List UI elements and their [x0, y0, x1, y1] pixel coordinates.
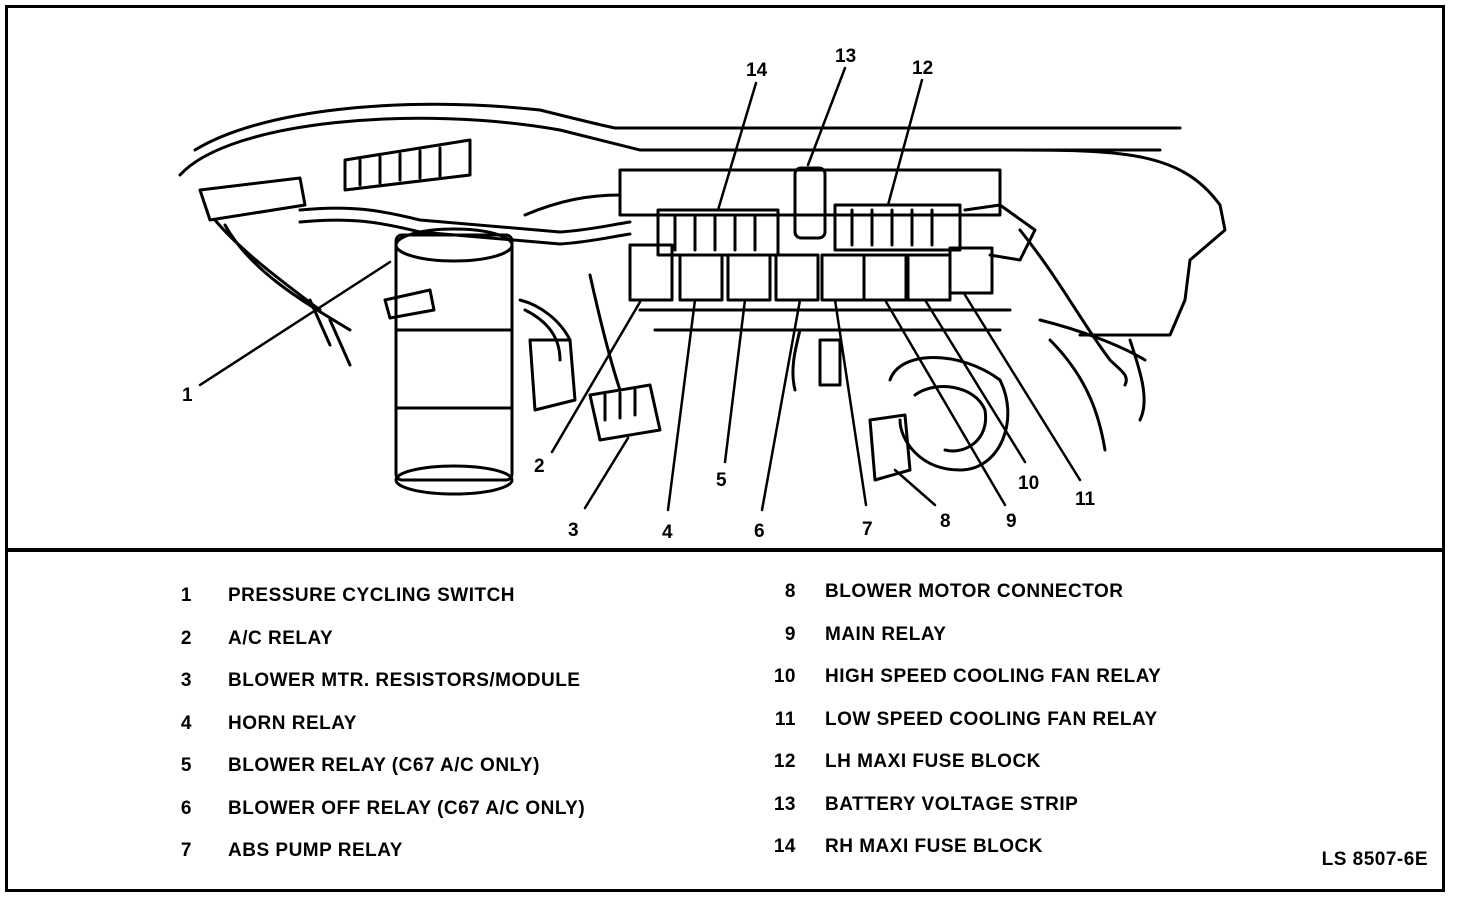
lh-maxi-fuse-block: [833, 203, 962, 252]
legend-number: 5: [180, 755, 192, 776]
legend-label: BLOWER RELAY (C67 A/C ONLY): [228, 755, 540, 776]
callout-8: 8: [940, 511, 951, 532]
hood-inner-outline: [193, 102, 1182, 152]
callout-10: 10: [1018, 473, 1039, 494]
callout-2: 2: [534, 456, 545, 477]
callout-11: 11: [1075, 489, 1096, 510]
legend-number: 11: [774, 708, 796, 730]
legend-label: BLOWER MTR. RESISTORS/MODULE: [228, 670, 581, 691]
legend-number: 12: [773, 751, 796, 772]
main-harness: [298, 206, 632, 234]
fender-lower: [1128, 338, 1146, 422]
leader-12: [886, 78, 924, 207]
callout-5: 5: [716, 470, 727, 491]
callout-3: 3: [568, 520, 579, 541]
legend-label: HORN RELAY: [228, 712, 357, 734]
leader-1: [198, 260, 392, 387]
legend-label: RH MAXI FUSE BLOCK: [825, 836, 1043, 857]
leader-4: [666, 298, 697, 512]
legend-label: BLOWER MOTOR CONNECTOR: [825, 581, 1124, 602]
legend-label: BLOWER OFF RELAY (C67 A/C ONLY): [228, 797, 586, 819]
leader-7: [833, 298, 868, 507]
callout-9: 9: [1006, 511, 1017, 532]
leader-5: [723, 298, 747, 464]
left-module-fins: [343, 138, 472, 192]
legend-number: 2: [180, 627, 192, 649]
legend-number: 9: [784, 623, 796, 645]
leader-6: [760, 298, 802, 512]
diagram-frame: [5, 5, 1445, 892]
low-speed-fan-relay: [948, 246, 994, 295]
legend-label: PRESSURE CYCLING SWITCH: [228, 585, 516, 606]
leader-10: [923, 298, 1027, 464]
high-speed-fan-relay: [906, 253, 952, 302]
legend-number: 3: [180, 670, 192, 691]
leader-11: [963, 293, 1082, 482]
legend-number: 4: [180, 712, 192, 734]
leader-13: [806, 66, 847, 167]
callout-12: 12: [912, 58, 933, 79]
leader-14: [716, 81, 758, 212]
pressure-switch: [383, 288, 436, 320]
leader-9: [883, 298, 1007, 507]
legend-number: 13: [773, 793, 796, 815]
left-module: [198, 176, 307, 222]
callout-1: 1: [182, 385, 193, 406]
callout-7: 7: [862, 519, 873, 540]
legend-label: LH MAXI FUSE BLOCK: [825, 751, 1041, 772]
legend-number: 1: [180, 585, 192, 606]
legend-label: BATTERY VOLTAGE STRIP: [825, 793, 1079, 815]
main-relay: [862, 253, 908, 302]
leader-3: [583, 436, 630, 510]
horn-relay: [678, 253, 724, 302]
legend-label: A/C RELAY: [228, 627, 334, 649]
section-divider: [8, 548, 1442, 552]
battery-voltage-strip: [793, 166, 827, 240]
callout-4: 4: [662, 522, 673, 543]
relay-center-housing: [618, 168, 1002, 217]
ac-relay: [628, 243, 674, 302]
blower-resistor-module: [588, 383, 662, 442]
blower-motor-connector: [868, 413, 912, 482]
right-connector: [963, 203, 1037, 262]
fender-outline: [998, 148, 1227, 337]
legend-number: 10: [773, 666, 796, 687]
callout-6: 6: [754, 521, 765, 542]
legend-number: 8: [784, 581, 796, 602]
legend-label: MAIN RELAY: [825, 623, 947, 645]
abs-pump-relay: [820, 253, 866, 302]
drawing-code: LS 8507-6E: [1321, 849, 1428, 870]
leader-8: [893, 468, 937, 507]
hood-outline: [178, 116, 1162, 177]
legend-label: HIGH SPEED COOLING FAN RELAY: [825, 666, 1162, 687]
legend-label: ABS PUMP RELAY: [228, 840, 403, 861]
legend-number: 7: [180, 840, 192, 861]
legend-number: 14: [773, 836, 796, 857]
callout-14: 14: [746, 60, 768, 81]
legend-number: 6: [180, 797, 192, 819]
callout-13: 13: [835, 46, 856, 67]
leader-2: [550, 300, 642, 454]
left-harness: [213, 218, 352, 332]
legend-label: LOW SPEED COOLING FAN RELAY: [825, 708, 1158, 730]
blower-off-relay: [774, 253, 820, 302]
accumulator-canister: [394, 233, 514, 482]
engine-compartment-illustration: 1 2 3 4 5 6 7 8 9 10 11 12 13 14: [178, 46, 1227, 543]
blower-relay: [726, 253, 772, 302]
